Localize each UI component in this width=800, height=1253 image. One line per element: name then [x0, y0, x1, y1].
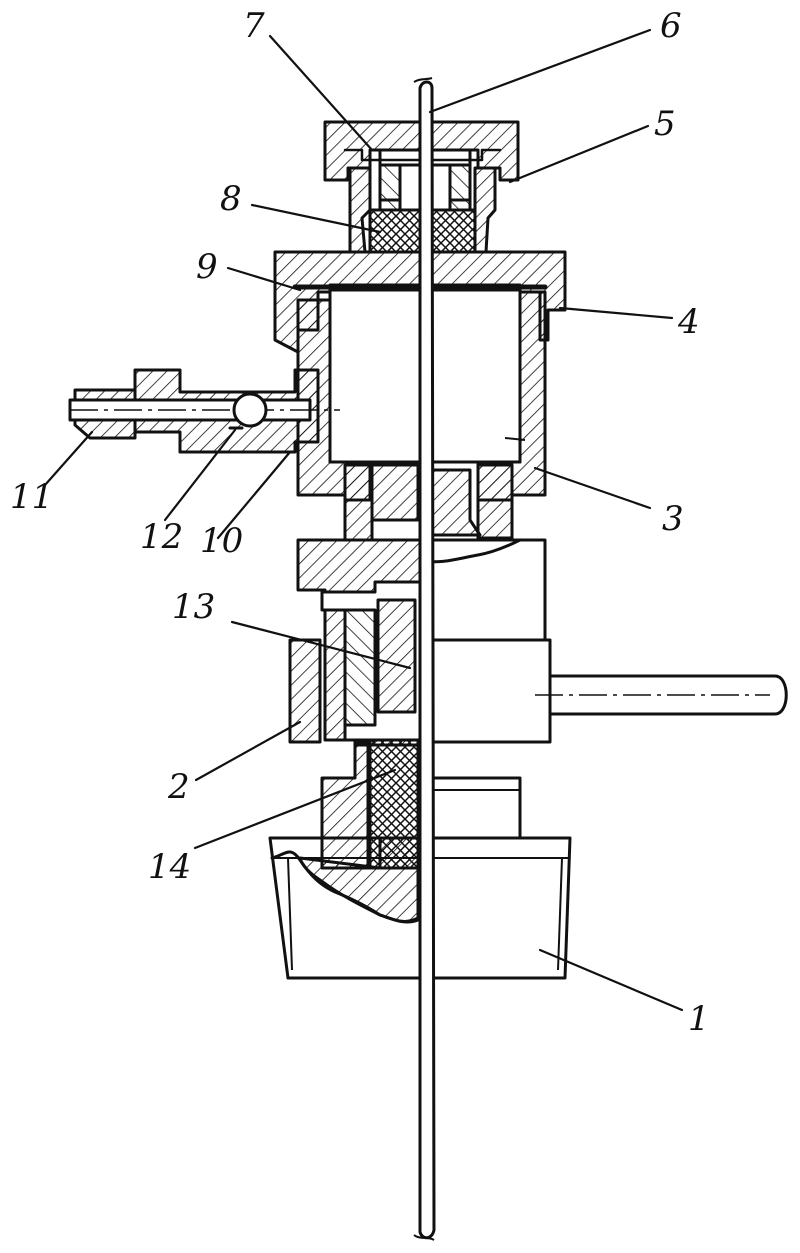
label-1: 1 [688, 999, 710, 1039]
label-11: 11 [10, 477, 53, 517]
label-12: 12 [140, 517, 183, 557]
side-inlet-part-10 [68, 368, 340, 454]
label-8: 8 [220, 179, 242, 219]
label-9: 9 [196, 247, 218, 287]
part-labels: 7 6 5 8 9 4 3 11 12 10 13 2 14 1 [10, 6, 710, 1039]
label-2: 2 [167, 767, 190, 807]
label-10: 10 [200, 521, 243, 561]
label-4: 4 [677, 302, 700, 342]
leader-lines [43, 28, 684, 1012]
label-5: 5 [654, 104, 676, 144]
label-14: 14 [148, 847, 191, 887]
label-13: 13 [172, 587, 215, 627]
label-7: 7 [243, 6, 265, 46]
valve-body-part-2 [288, 538, 788, 747]
label-3: 3 [662, 499, 684, 539]
label-6: 6 [660, 6, 682, 46]
top-nut-part-5 [323, 120, 520, 254]
central-rod-part-6 [413, 77, 436, 1241]
